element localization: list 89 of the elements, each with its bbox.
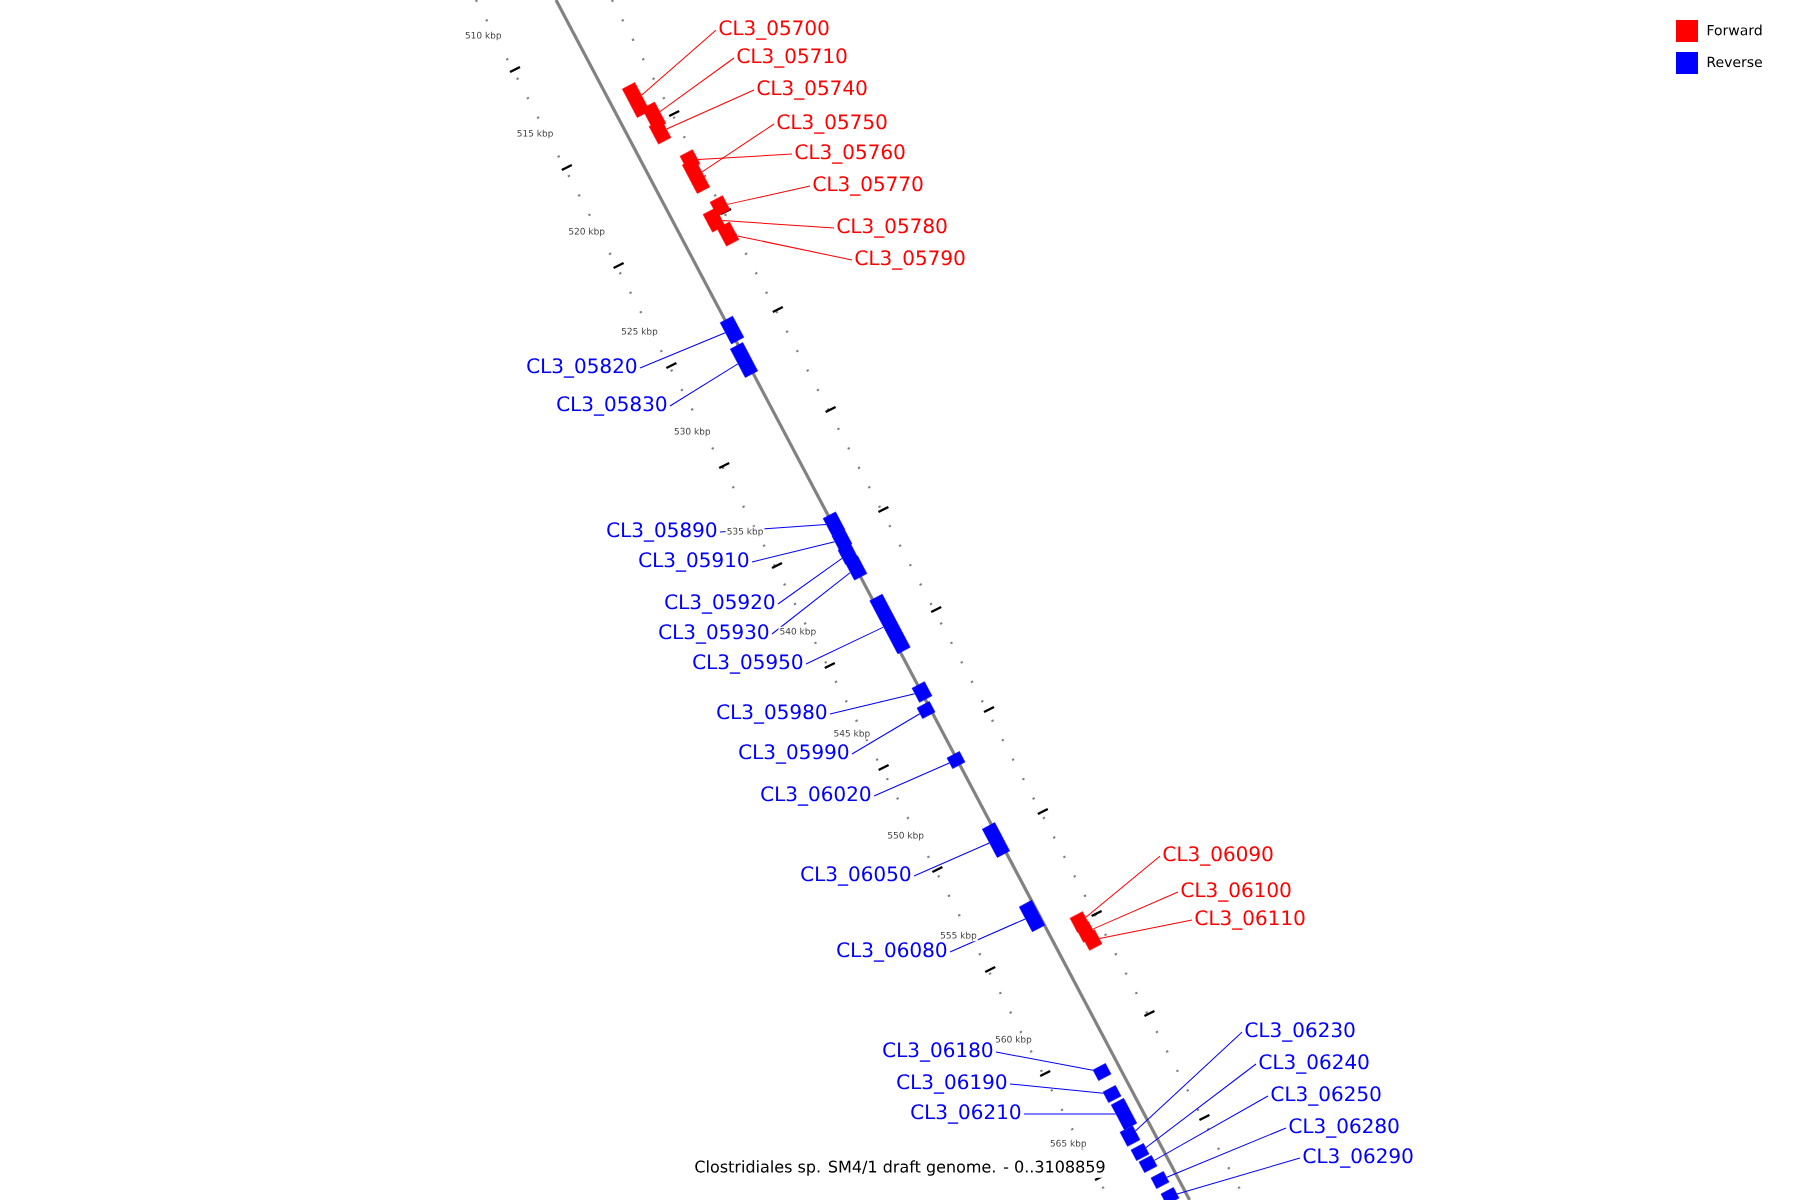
gene-label: CL3_05820 <box>527 358 637 378</box>
gene-label: CL3_05910 <box>639 552 749 572</box>
leader-line <box>1098 919 1193 939</box>
gene-label: CL3_06020 <box>761 786 871 806</box>
gene-label: CL3_05770 <box>813 176 923 196</box>
gene-label: CL3_06110 <box>1195 910 1305 930</box>
leader-line <box>1009 1083 1104 1094</box>
leader-line <box>805 626 884 665</box>
leader-line <box>777 557 843 605</box>
gene-block <box>1111 1098 1138 1130</box>
leader-line <box>639 332 726 369</box>
gene-label: CL3_06180 <box>883 1042 993 1062</box>
gene-label: CL3_05760 <box>795 144 905 164</box>
gene-label: CL3_05920 <box>665 594 775 614</box>
gene-label: CL3_05890 <box>607 522 717 542</box>
gene-block <box>946 751 966 769</box>
gene-block <box>1102 1085 1122 1103</box>
gene-block <box>709 195 731 217</box>
gene-block <box>622 82 650 118</box>
gene-block <box>1138 1155 1158 1173</box>
gene-label: CL3_05740 <box>757 80 867 100</box>
leader-line <box>719 524 827 533</box>
gene-label: CL3_06280 <box>1289 1118 1399 1138</box>
leader-line <box>829 693 916 715</box>
gene-block <box>982 822 1010 858</box>
gene-block <box>869 593 911 655</box>
gene-label: CL3_06050 <box>801 866 911 886</box>
gene-label: CL3_05780 <box>837 218 947 238</box>
leader-line <box>851 713 921 755</box>
leader-line <box>751 541 836 563</box>
gene-block <box>1092 1063 1112 1081</box>
gene-label: CL3_05930 <box>659 624 769 644</box>
gene-label: CL3_06250 <box>1271 1086 1381 1106</box>
gene-block <box>844 555 868 581</box>
gene-label: CL3_05950 <box>693 654 803 674</box>
leader-line <box>1153 1095 1269 1161</box>
leader-line <box>722 220 835 229</box>
leader-line <box>1023 1113 1117 1115</box>
leader-line <box>669 363 739 407</box>
leader-line <box>659 57 735 113</box>
gene-block <box>716 221 740 247</box>
leader-line <box>1135 1031 1243 1132</box>
gene-label: CL3_06210 <box>911 1104 1021 1124</box>
leader-line <box>771 572 851 635</box>
leader-line <box>697 153 793 161</box>
leader-line <box>701 123 775 173</box>
gene-block <box>911 681 933 703</box>
leader-line <box>1092 891 1179 930</box>
gene-label: CL3_06080 <box>837 942 947 962</box>
gene-label: CL3_05790 <box>855 250 965 270</box>
gene-label: CL3_06090 <box>1163 846 1273 866</box>
gene-block <box>1019 900 1046 932</box>
gene-label: CL3_06240 <box>1259 1054 1369 1074</box>
leader-line <box>949 918 1026 953</box>
gene-block <box>719 315 745 345</box>
gene-block <box>1160 1187 1180 1200</box>
gene-block <box>1119 1125 1141 1147</box>
leader-line <box>641 29 717 96</box>
gene-label: CL3_05980 <box>717 704 827 724</box>
gene-block <box>730 342 758 378</box>
leader-line <box>995 1051 1094 1071</box>
caption: Clostridiales sp. SM4/1 draft genome. - 0..3108859 <box>692 1158 1108 1178</box>
leader-line <box>1166 1127 1287 1178</box>
leader-line <box>666 89 755 130</box>
leader-line <box>726 185 811 205</box>
gene-block <box>1081 929 1103 951</box>
leader-line <box>1145 1063 1257 1149</box>
leader-line <box>1085 855 1161 918</box>
gene-label: CL3_05830 <box>557 396 667 416</box>
gene-label: CL3_05710 <box>737 48 847 68</box>
gene-block <box>679 149 701 171</box>
gene-label: CL3_06190 <box>897 1074 1007 1094</box>
gene-label: CL3_05700 <box>719 20 829 40</box>
leader-line <box>873 762 950 797</box>
gene-block <box>1150 1171 1170 1189</box>
leader-line <box>736 235 853 261</box>
gene-label: CL3_05990 <box>739 744 849 764</box>
gene-block <box>916 701 936 719</box>
gene-block <box>648 119 672 145</box>
gene-block <box>822 511 846 537</box>
gene-label: CL3_06230 <box>1245 1022 1355 1042</box>
gene-block <box>1130 1143 1150 1161</box>
gene-label: CL3_06290 <box>1303 1148 1413 1168</box>
gene-label: CL3_06100 <box>1181 882 1291 902</box>
gene-block <box>831 529 853 551</box>
gene-label: CL3_05750 <box>777 114 887 134</box>
gene-block <box>702 207 726 233</box>
leader-line <box>913 842 990 877</box>
leader-line <box>1176 1157 1301 1195</box>
